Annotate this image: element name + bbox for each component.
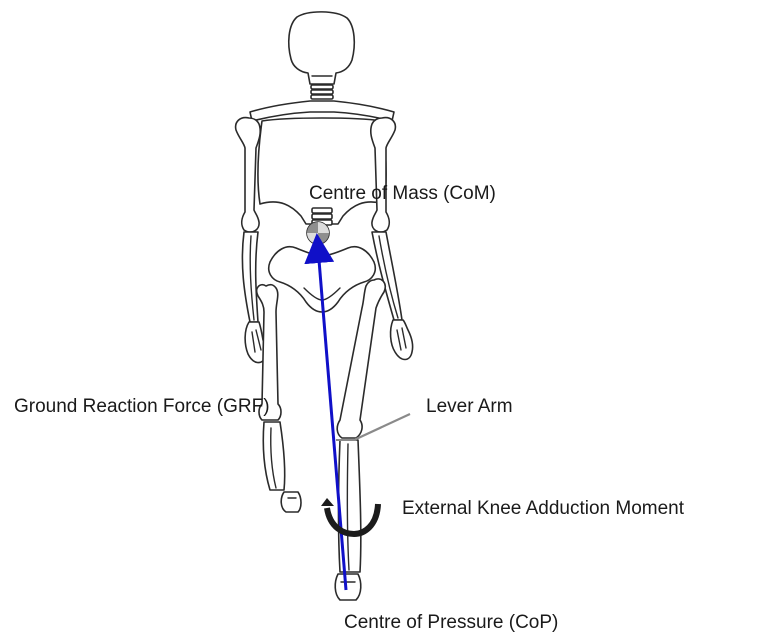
moment-arrow-tip xyxy=(321,498,334,506)
centre-of-mass-label: Centre of Mass (CoM) xyxy=(309,183,496,204)
centre-of-mass-symbol-icon xyxy=(307,222,329,244)
right-femur xyxy=(337,279,385,438)
neck-vertebrae xyxy=(311,85,333,99)
right-foot xyxy=(335,574,361,600)
left-humerus xyxy=(236,118,261,232)
external-knee-adduction-moment-label: External Knee Adduction Moment xyxy=(402,498,685,519)
left-foot xyxy=(281,492,301,512)
skull xyxy=(289,12,355,84)
centre-of-pressure-label: Centre of Pressure (CoP) xyxy=(344,612,558,633)
right-hand xyxy=(391,320,413,360)
lever-arm-label: Lever Arm xyxy=(426,396,513,417)
ground-reaction-force-label: Ground Reaction Force (GRF) xyxy=(14,396,270,417)
